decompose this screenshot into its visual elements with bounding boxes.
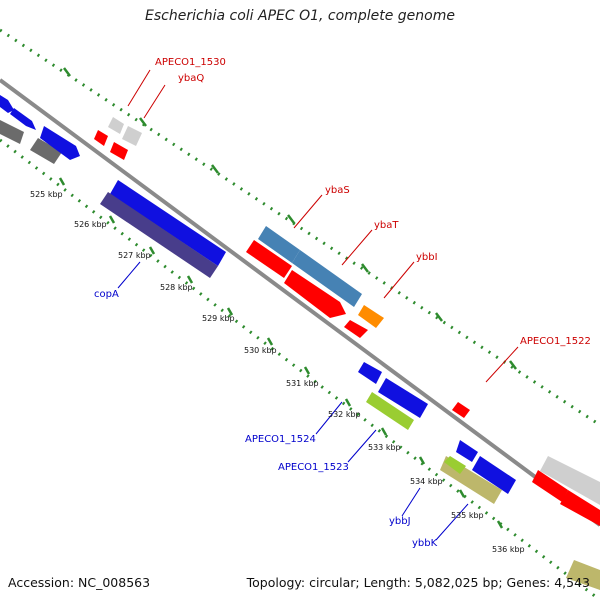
inner-track-ticks <box>58 177 504 529</box>
gene-block[interactable] <box>366 392 414 430</box>
gene-block[interactable] <box>122 126 142 146</box>
gene-block[interactable] <box>258 226 300 263</box>
gene-block[interactable] <box>0 95 14 113</box>
gene-label-ybaq[interactable]: ybaQ <box>178 73 204 84</box>
scale-label-530: 530 kbp <box>244 346 277 355</box>
scale-label-529: 529 kbp <box>202 314 235 323</box>
topology-text: Topology: circular; Length: 5,082,025 bp… <box>246 575 590 590</box>
reverse-label-leaders <box>117 261 469 541</box>
gene-block[interactable] <box>110 180 226 266</box>
gene-label-ybbi[interactable]: ybbI <box>416 252 438 263</box>
gene-block[interactable] <box>30 138 62 164</box>
forward-label-leaders <box>127 69 519 383</box>
gene-label-apeco1-1522[interactable]: APECO1_1522 <box>520 336 591 347</box>
gene-block[interactable] <box>378 378 428 418</box>
scale-label-534: 534 kbp <box>410 477 443 486</box>
gene-label-copa[interactable]: copA <box>94 289 119 300</box>
gene-label-apeco1-1524[interactable]: APECO1_1524 <box>245 434 316 445</box>
gene-block[interactable] <box>456 440 478 462</box>
gene-label-ybas[interactable]: ybaS <box>325 185 350 196</box>
scale-label-526: 526 kbp <box>74 220 107 229</box>
gene-label-ybat[interactable]: ybaT <box>374 220 399 231</box>
gene-block[interactable] <box>94 130 108 146</box>
gene-label-apeco1-1523[interactable]: APECO1_1523 <box>278 462 349 473</box>
map-title: Escherichia coli APEC O1, complete genom… <box>145 8 455 24</box>
scale-labels: 525 kbp 526 kbp 527 kbp 528 kbp 529 kbp … <box>30 190 525 554</box>
dotted-guide-tracks <box>0 28 600 600</box>
accession-text: Accession: NC_008563 <box>8 575 151 590</box>
gene-block[interactable] <box>444 456 466 474</box>
gene-block[interactable] <box>0 120 24 144</box>
gene-block[interactable] <box>452 402 470 418</box>
scale-label-525: 525 kbp <box>30 190 63 199</box>
scale-label-528: 528 kbp <box>160 283 193 292</box>
reverse-strand-features <box>0 120 600 590</box>
gene-block[interactable] <box>358 362 382 384</box>
forward-strand-features <box>0 95 600 505</box>
scale-label-532: 532 kbp <box>328 410 361 419</box>
gene-block[interactable] <box>566 560 600 590</box>
gene-block[interactable] <box>358 305 384 328</box>
gene-block[interactable] <box>110 142 128 160</box>
scale-label-533: 533 kbp <box>368 443 401 452</box>
gene-block[interactable] <box>540 456 600 505</box>
scale-label-535: 535 kbp <box>451 511 484 520</box>
gene-block[interactable] <box>100 192 218 278</box>
scale-label-536: 536 kbp <box>492 545 525 554</box>
forward-strand-red-features <box>94 130 600 526</box>
gene-block[interactable] <box>532 470 568 502</box>
gene-labels: APECO1_1530 ybaQ ybaS ybaT ybbI APECO1_1… <box>94 57 591 549</box>
scale-label-531: 531 kbp <box>286 379 319 388</box>
gene-block[interactable] <box>344 320 368 338</box>
gene-block[interactable] <box>472 456 516 494</box>
genome-backbone <box>0 78 600 527</box>
gene-block[interactable] <box>284 270 346 318</box>
gene-block[interactable] <box>40 126 80 160</box>
gene-block[interactable] <box>292 250 362 307</box>
gene-block[interactable] <box>10 108 36 130</box>
gene-label-apeco1-1530[interactable]: APECO1_1530 <box>155 57 226 68</box>
gene-block[interactable] <box>108 117 124 134</box>
gene-label-ybbk[interactable]: ybbK <box>412 538 438 549</box>
gene-label-ybbj[interactable]: ybbJ <box>389 516 411 527</box>
gene-block[interactable] <box>560 490 600 526</box>
scale-label-527: 527 kbp <box>118 251 151 260</box>
outer-track-ticks <box>63 67 517 370</box>
gene-block[interactable] <box>246 240 292 278</box>
